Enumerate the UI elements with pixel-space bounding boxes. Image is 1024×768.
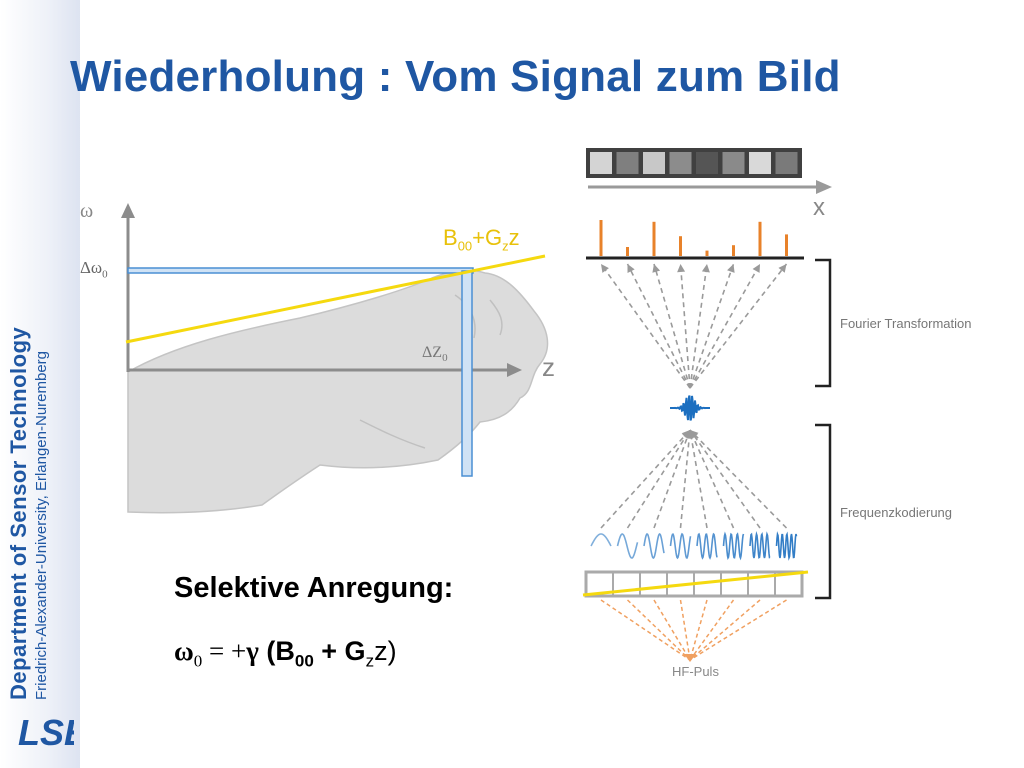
encoding-wave (696, 532, 718, 560)
formula-omega: ω (174, 636, 194, 666)
delta-z-symbol: ΔZ (422, 344, 443, 361)
field-b-sub: 00 (457, 238, 473, 254)
delta-omega-label: Δω0 (80, 258, 108, 280)
rf-pulse-arrows (600, 599, 787, 662)
gradient-field-line (125, 254, 546, 344)
encoding-arrows (600, 429, 788, 529)
pixel-cell (696, 152, 718, 174)
formula-eq: = + (202, 636, 247, 666)
pulse-line (626, 599, 691, 661)
arrow-head (627, 264, 635, 273)
page-title: Wiederholung : Vom Signal zum Bild (70, 52, 841, 101)
arrow-head (652, 264, 661, 273)
arrow-head (690, 430, 699, 439)
delta-omega-sub: 0 (102, 268, 108, 281)
formula-gamma: γ (246, 636, 259, 666)
dashed-arrow (689, 429, 788, 529)
pixel-cell (722, 152, 745, 174)
pulse-line (689, 599, 735, 661)
pixel-cells (590, 152, 798, 174)
encoding-wave (669, 532, 692, 560)
fourier-transformation-label: Fourier Transformation (840, 316, 972, 331)
formula-b-sub-text: 00 (294, 651, 314, 671)
arrow-head (601, 264, 609, 273)
delta-z-label: ΔZ0 (422, 344, 448, 364)
omega-axis-label: ω (80, 200, 94, 222)
formula-b-sub: 00 (295, 651, 314, 670)
formula-g: + G (313, 636, 366, 666)
rf-pulse-label: HF-Puls (672, 664, 719, 679)
head-figure (127, 269, 549, 514)
pixel-cell (749, 152, 771, 174)
encoding-wave (616, 533, 639, 559)
delta-omega-symbol: Δω (80, 258, 103, 277)
encoding-wave (749, 531, 771, 559)
field-g: +G (472, 225, 503, 250)
lse-logo: LSE (18, 712, 74, 748)
arrow-head (701, 264, 710, 273)
dashed-arrow (689, 429, 761, 529)
arrow-head (752, 264, 760, 273)
encoding-wave (643, 533, 665, 559)
slice-gradient-line (582, 570, 809, 597)
field-g-sub: z (502, 238, 509, 254)
arrow-head (677, 264, 686, 273)
dashed-arrow (626, 429, 691, 529)
x-axis-label: x (813, 194, 825, 221)
dashed-arrow (689, 263, 761, 389)
dashed-arrow (689, 429, 708, 529)
z-axis-label: z (542, 352, 555, 382)
pixel-cell (643, 152, 665, 174)
encoding-waves (590, 531, 798, 561)
dashed-arrow (679, 429, 691, 529)
selective-excitation-heading: Selektive Anregung: (174, 572, 454, 604)
x-axis-arrow (588, 180, 832, 194)
field-b: B (443, 225, 458, 250)
pulse-line (679, 599, 691, 661)
lse-logo-text: LSE (18, 712, 74, 748)
pulse-line (689, 599, 761, 661)
pulse-line (689, 599, 708, 661)
larmor-formula: ω0 = +γ (B00 + Gzz) (174, 636, 397, 671)
dashed-arrow (689, 263, 735, 389)
dashed-arrow (689, 429, 735, 529)
dashed-arrow (600, 429, 691, 529)
fourier-bracket (815, 258, 832, 388)
dashed-arrow (689, 263, 788, 389)
formula-omega-sub: 0 (193, 651, 203, 671)
pulse-line (600, 599, 691, 661)
delta-z-sub: 0 (442, 352, 448, 365)
encoding-wave (590, 533, 612, 547)
formula-b: (B (258, 636, 295, 666)
sidebar: Department of Sensor Technology Friedric… (0, 0, 80, 768)
arrow-head (727, 264, 735, 273)
encoding-wave (722, 531, 745, 561)
echo-signal (670, 395, 710, 421)
encoding-wave (775, 531, 798, 561)
dashed-arrow (679, 263, 691, 389)
pixel-cell (775, 152, 798, 174)
pulse-line (689, 599, 787, 661)
dashed-arrow (653, 263, 691, 389)
pixel-cell (590, 152, 612, 174)
field-z: z (508, 225, 520, 250)
pixel-cell (616, 152, 639, 174)
frequency-bracket (815, 423, 832, 600)
fourier-arrows (600, 263, 788, 389)
arrow-head (778, 264, 787, 273)
frequency-axes (121, 203, 522, 377)
dashed-arrow (600, 263, 691, 389)
spectrum-bars (599, 220, 788, 256)
dashed-arrow (689, 263, 708, 389)
frequency-encoding-label: Frequenzkodierung (840, 505, 953, 520)
formula-g-sub: z (365, 651, 375, 671)
pulse-arrow-head (684, 654, 696, 662)
formula-z: z) (374, 636, 397, 666)
pixel-cell (669, 152, 692, 174)
pulse-line (653, 599, 691, 661)
slice-cells (612, 572, 776, 596)
field-equation-label: B00+Gzz (443, 225, 520, 253)
